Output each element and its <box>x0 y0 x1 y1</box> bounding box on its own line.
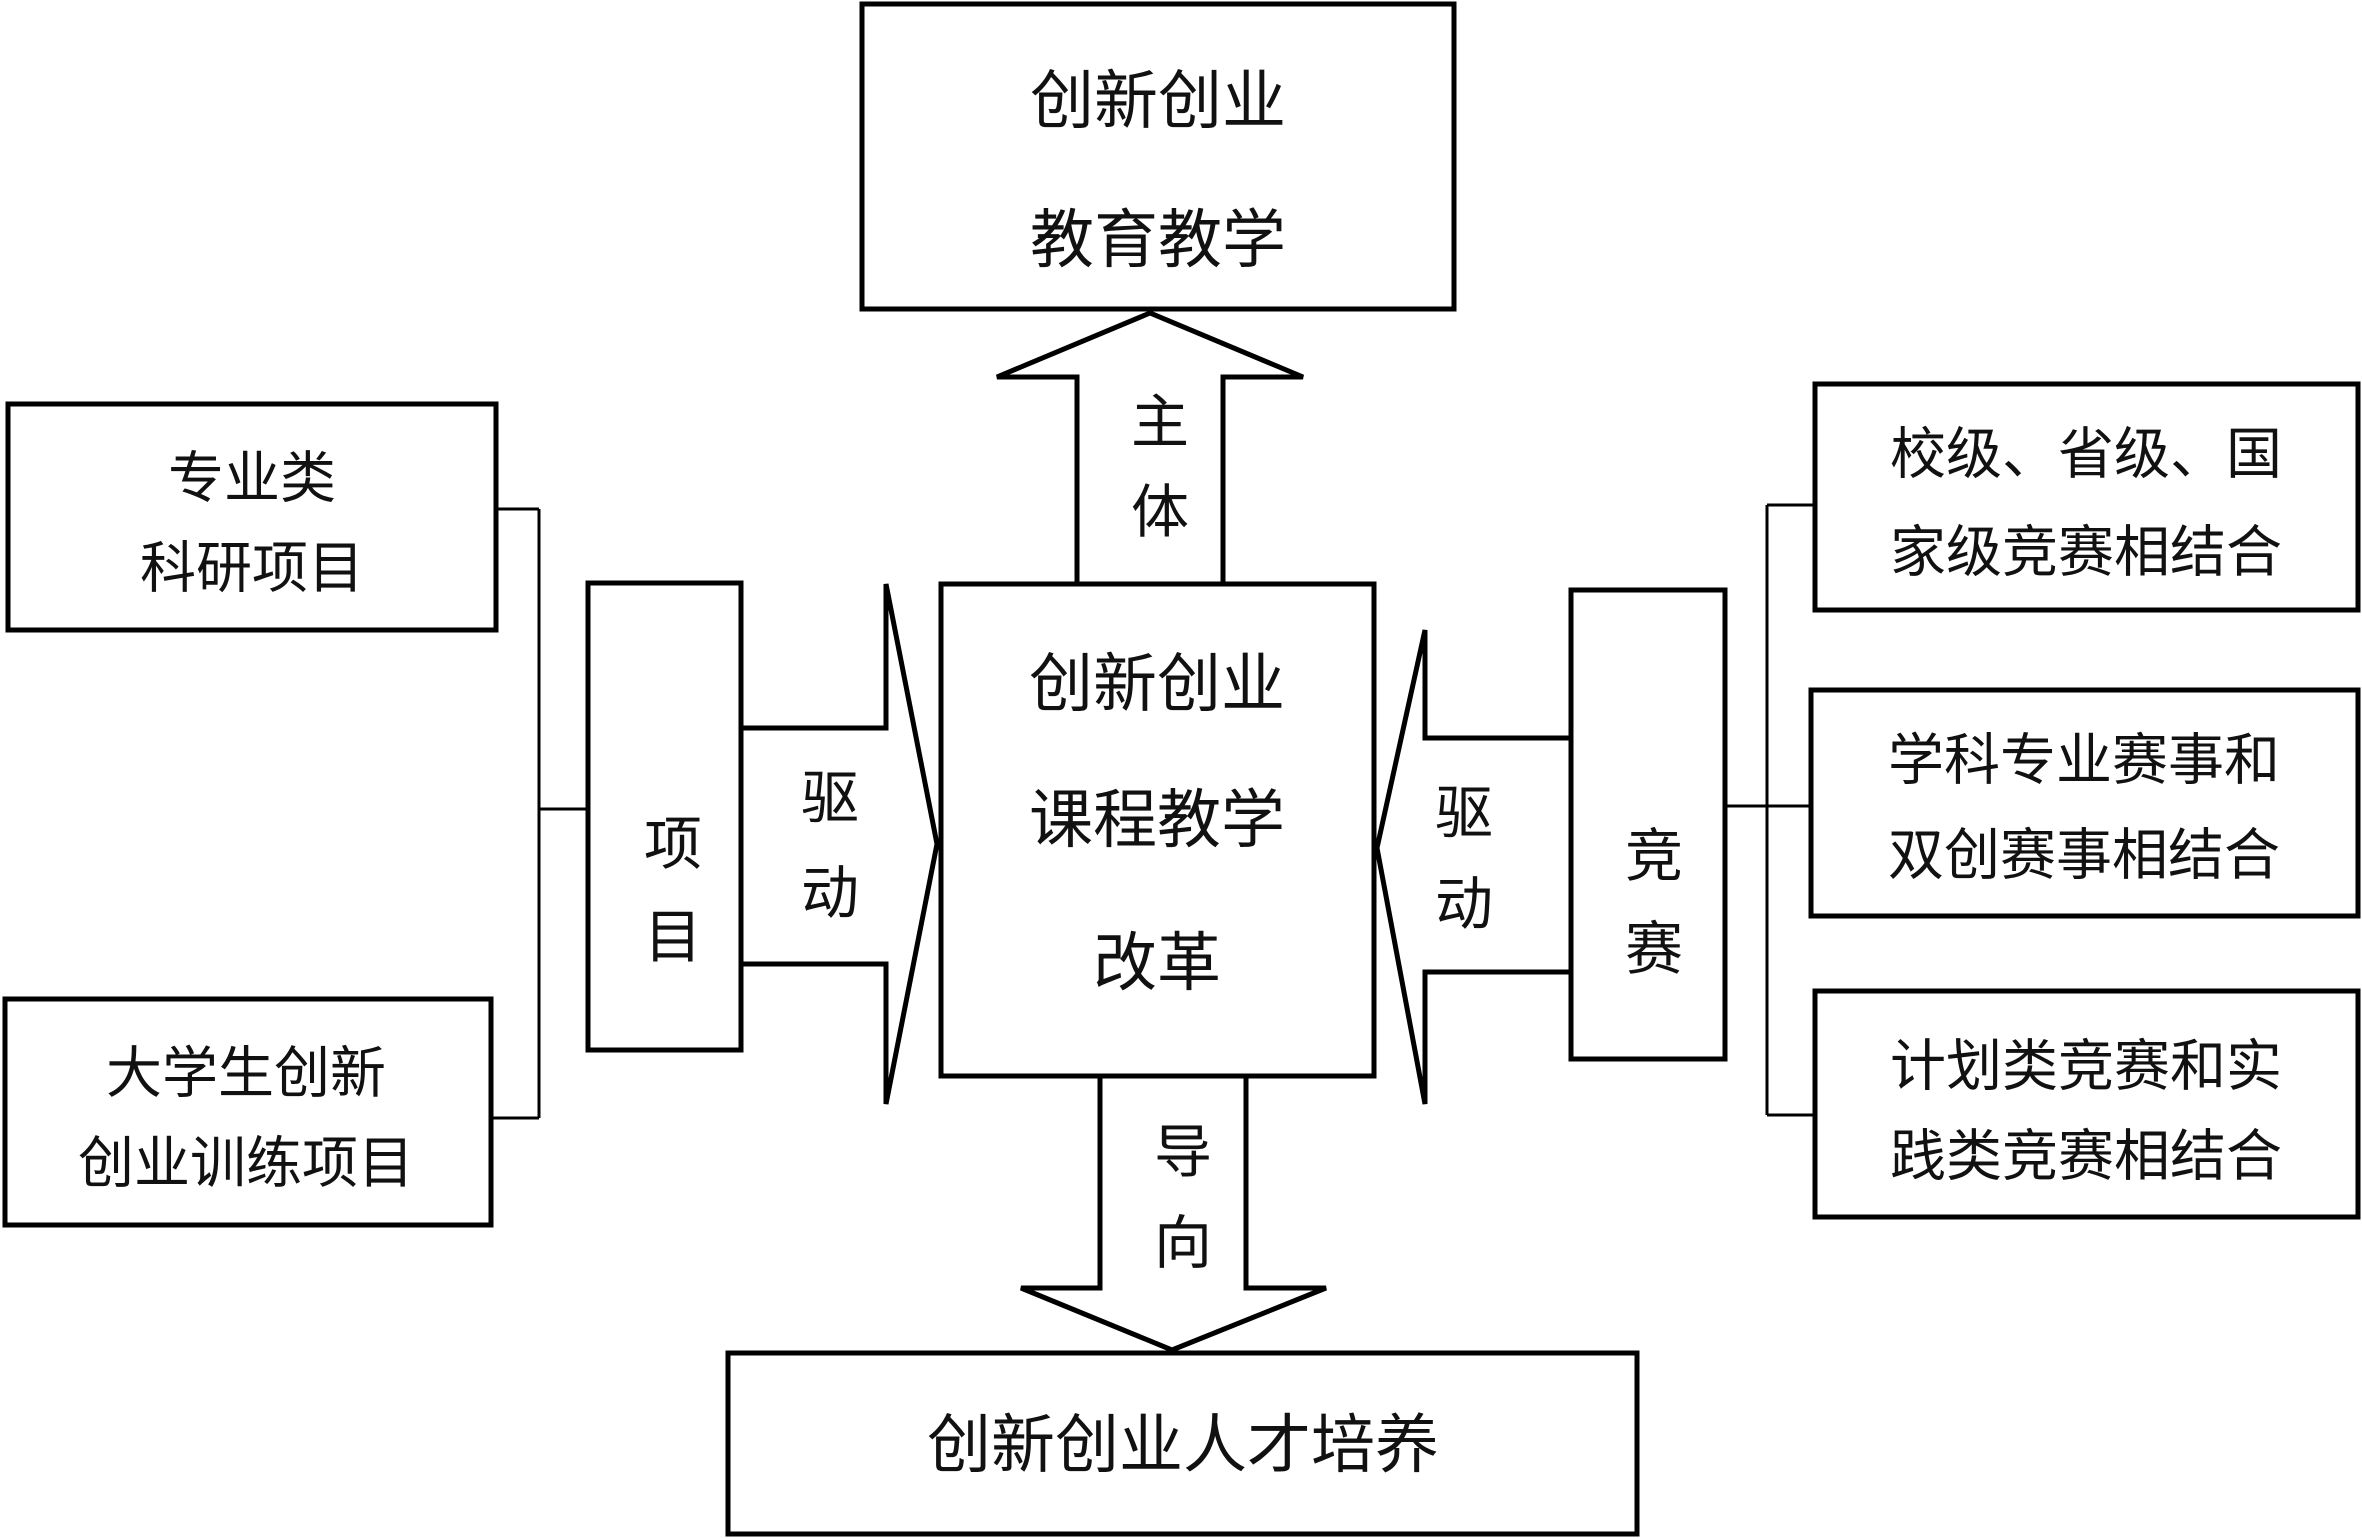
node-label-line: 专业类 <box>168 447 336 512</box>
node-box <box>1808 687 2361 919</box>
arrow-label-char: 主 <box>1131 388 1189 456</box>
node-box <box>1812 381 2361 613</box>
node-level-competitions: 校级、省级、国 家级竞赛相结合 <box>1812 381 2361 613</box>
arrow-up-subject: 主 体 <box>996 310 1304 587</box>
node-label-line: 课程教学 <box>1029 784 1285 858</box>
node-box <box>5 401 499 633</box>
node-student-innovation-projects: 大学生创新 创业训练项目 <box>2 996 494 1228</box>
arrow-label-char: 驱 <box>1435 779 1493 847</box>
node-label-line: 大学生创新 <box>106 1042 386 1107</box>
node-plan-practice-competitions: 计划类竞赛和实 践类竞赛相结合 <box>1812 988 2361 1220</box>
node-label-line: 学科专业赛事和 <box>1888 729 2280 794</box>
node-label-line: 计划类竞赛和实 <box>1890 1035 2282 1100</box>
node-label-line: 践类竞赛相结合 <box>1890 1125 2282 1190</box>
node-box <box>2 996 494 1228</box>
node-research-projects: 专业类 科研项目 <box>5 401 499 633</box>
node-education-teaching: 创新创业 教育教学 <box>859 1 1457 312</box>
left-bracket-connector <box>491 507 588 1120</box>
node-label-char: 竞 <box>1625 822 1683 890</box>
node-course-teaching-reform: 创新创业 课程教学 改革 <box>938 581 1377 1079</box>
arrow-label-char: 体 <box>1131 478 1189 546</box>
node-label-line: 创新创业 <box>1030 65 1286 139</box>
arrow-up-shape <box>996 310 1304 587</box>
node-label-line: 改革 <box>1093 927 1221 1001</box>
node-talent-cultivation: 创新创业人才培养 <box>725 1350 1640 1537</box>
right-bracket-connector <box>1725 503 1815 1117</box>
node-label-line: 校级、省级、国 <box>1890 423 2282 488</box>
node-box <box>859 1 1457 312</box>
arrow-left-drive: 驱 动 <box>1374 629 1574 1105</box>
node-label-line: 科研项目 <box>140 537 364 602</box>
arrow-label-char: 向 <box>1154 1209 1212 1277</box>
node-label-char: 赛 <box>1625 915 1683 983</box>
node-label-line: 家级竞赛相结合 <box>1890 521 2282 586</box>
arrow-left-shape <box>1374 629 1574 1105</box>
arrow-label-char: 导 <box>1154 1118 1212 1186</box>
node-box <box>1568 587 1728 1062</box>
arrow-down-guide: 导 向 <box>1020 1073 1327 1353</box>
node-label-line: 双创赛事相结合 <box>1888 824 2280 889</box>
node-label-char: 目 <box>644 903 702 971</box>
arrow-right-drive: 驱 动 <box>738 583 940 1105</box>
node-label-line: 创新创业人才培养 <box>927 1409 1439 1483</box>
arrow-label-char: 驱 <box>801 764 859 832</box>
node-label-line: 教育教学 <box>1030 204 1286 278</box>
arrow-label-char: 动 <box>1435 870 1493 938</box>
arrow-right-shape <box>738 583 940 1105</box>
node-label-line: 创业训练项目 <box>78 1132 414 1197</box>
node-box <box>725 1350 1640 1537</box>
node-label-line: 创新创业 <box>1029 648 1285 722</box>
node-box <box>1812 988 2361 1220</box>
node-box <box>938 581 1377 1079</box>
arrow-label-char: 动 <box>801 859 859 927</box>
node-competitions-hub: 竞 赛 <box>1568 587 1728 1062</box>
node-label-char: 项 <box>644 810 702 878</box>
node-projects-hub: 项 目 <box>585 580 744 1053</box>
node-discipline-competitions: 学科专业赛事和 双创赛事相结合 <box>1808 687 2361 919</box>
arrow-down-shape <box>1020 1073 1327 1353</box>
